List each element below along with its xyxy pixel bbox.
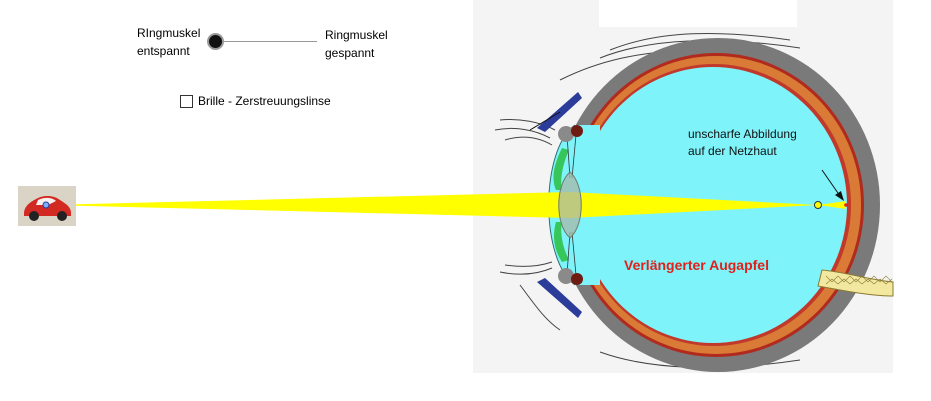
retina-image-point (844, 203, 848, 207)
object-point-marker (42, 201, 50, 209)
light-beam-diverging (818, 201, 846, 209)
focal-point-marker (814, 201, 822, 209)
optic-nerve (817, 269, 894, 297)
glasses-checkbox[interactable] (180, 95, 193, 108)
optic-nerve-texture (825, 275, 893, 285)
eyeball-label: Verlängerter Augapfel (624, 257, 769, 273)
car-wheel-front (29, 211, 39, 221)
annotation-arrow-head (835, 191, 844, 201)
eye-lens (558, 171, 582, 239)
ciliary-muscle-slider-track[interactable] (216, 41, 317, 42)
slider-left-label: RIngmuskel entspannt (137, 26, 201, 58)
slider-right-label: Ringmuskel gespannt (325, 28, 388, 60)
ciliary-muscle-lower (571, 273, 583, 285)
ciliary-muscle-upper (571, 125, 583, 137)
car-wheel-rear (57, 211, 67, 221)
glasses-checkbox-label[interactable]: Brille - Zerstreuungslinse (198, 94, 331, 108)
muscle-tendon-upper (529, 111, 561, 131)
iris-upper (553, 148, 569, 190)
ciliary-body-upper (558, 126, 574, 142)
light-beam-converging (570, 192, 818, 218)
ciliary-body-lower (558, 268, 574, 284)
car-object-image[interactable] (18, 186, 76, 226)
top-panel-box (599, 0, 797, 27)
light-beam-incoming (46, 192, 570, 218)
lower-eye-muscle (537, 278, 582, 318)
retina-annotation: unscharfe Abbildung auf der Netzhaut (688, 127, 800, 158)
ciliary-muscle-slider-handle[interactable] (207, 33, 224, 50)
iris-lower (554, 222, 569, 262)
annotation-arrow (821, 169, 841, 197)
zonule-fibers (566, 134, 577, 276)
car-window (36, 197, 56, 205)
